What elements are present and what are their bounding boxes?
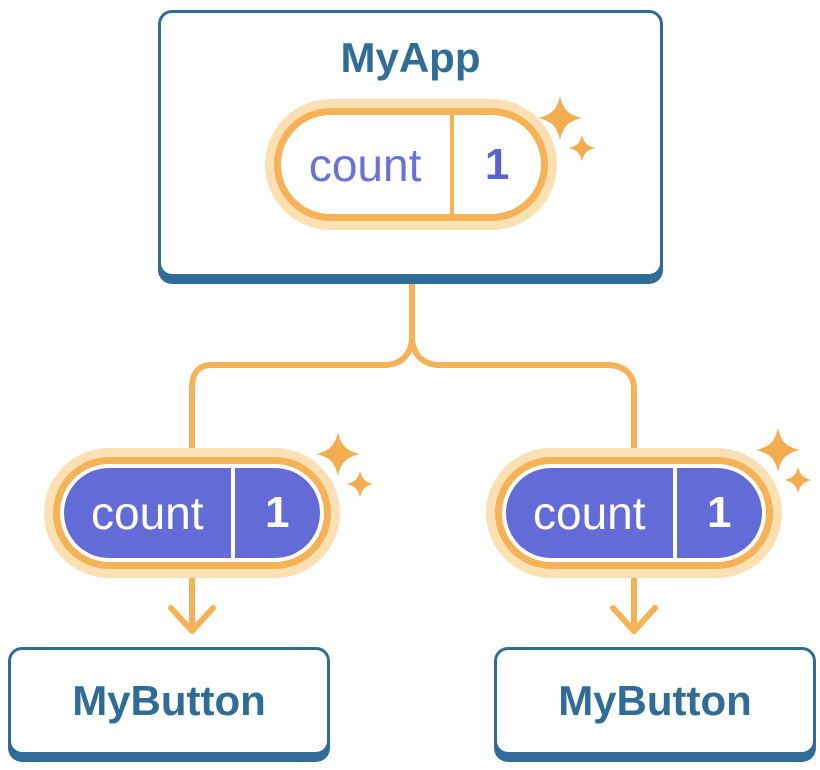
pill-value: 1 <box>707 488 732 537</box>
fork-connector-right <box>409 278 637 453</box>
prop-pill-ring: count 1 <box>53 457 331 569</box>
component-title: MyApp <box>340 34 481 81</box>
pill-label: count <box>308 138 422 191</box>
component-title: MyButton <box>558 676 752 724</box>
arrow-down-icon <box>610 605 658 634</box>
component-title: MyButton <box>72 676 266 724</box>
prop-pill-inner: count 1 <box>64 468 320 558</box>
myapp-card: MyApp count 1 <box>158 10 663 277</box>
prop-pill-left: count 1 <box>44 448 340 578</box>
pill-value: 1 <box>484 139 510 189</box>
prop-pill-ring: count 1 <box>495 457 773 569</box>
pill-value: 1 <box>265 488 290 537</box>
arrow-down-icon <box>168 605 216 634</box>
pill-label: count <box>533 487 646 539</box>
state-pill-ring: count 1 <box>273 108 548 222</box>
pill-label: count <box>91 487 204 539</box>
pill-divider <box>672 468 677 558</box>
pill-divider <box>230 468 235 558</box>
state-pill-body: count 1 <box>280 115 541 215</box>
prop-pill-inner: count 1 <box>506 468 762 558</box>
fork-connector-left <box>189 278 415 453</box>
prop-pill-body: count 1 <box>60 464 324 562</box>
mybutton-card-left: MyButton <box>8 647 330 755</box>
pill-divider <box>449 115 454 215</box>
mybutton-card-right: MyButton <box>494 647 816 755</box>
prop-pill-right: count 1 <box>486 448 782 578</box>
prop-pill-body: count 1 <box>502 464 766 562</box>
state-pill: count 1 <box>264 99 557 231</box>
